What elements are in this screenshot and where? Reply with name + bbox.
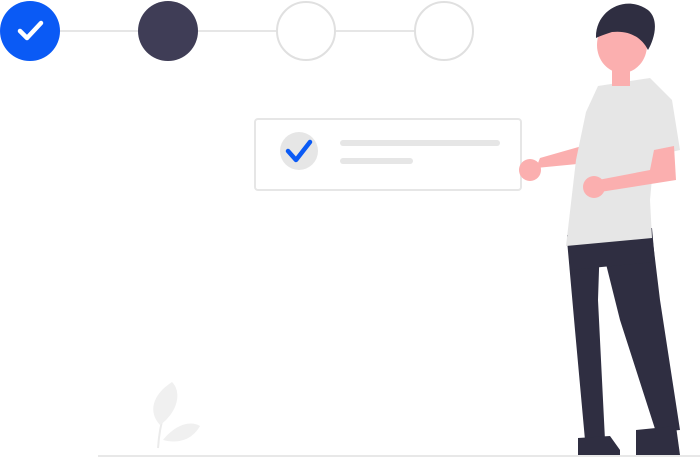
person-left-leg [567,240,605,440]
task-card [254,118,522,191]
step-4-pending[interactable] [414,1,474,61]
card-subtitle-placeholder [340,158,413,164]
person-right-leg [600,234,680,432]
person-figure [519,3,680,455]
person-shirt [566,78,680,246]
person-right-hand [583,176,605,198]
step-1-completed[interactable] [0,1,60,61]
stepper [0,1,474,61]
person-right-shoe [636,426,680,455]
person-left-hand [519,159,541,181]
plant-icon [153,382,200,449]
step-3-pending[interactable] [276,1,336,61]
person-right-arm [598,146,676,192]
checkmark-icon [285,139,313,163]
checkmark-icon [17,20,44,41]
person-hair [595,3,655,50]
step-2-current[interactable] [138,1,198,61]
task-card-frame [254,118,522,191]
person-left-shoe [578,436,620,455]
card-check-circle [280,132,318,170]
card-title-placeholder [340,140,500,146]
